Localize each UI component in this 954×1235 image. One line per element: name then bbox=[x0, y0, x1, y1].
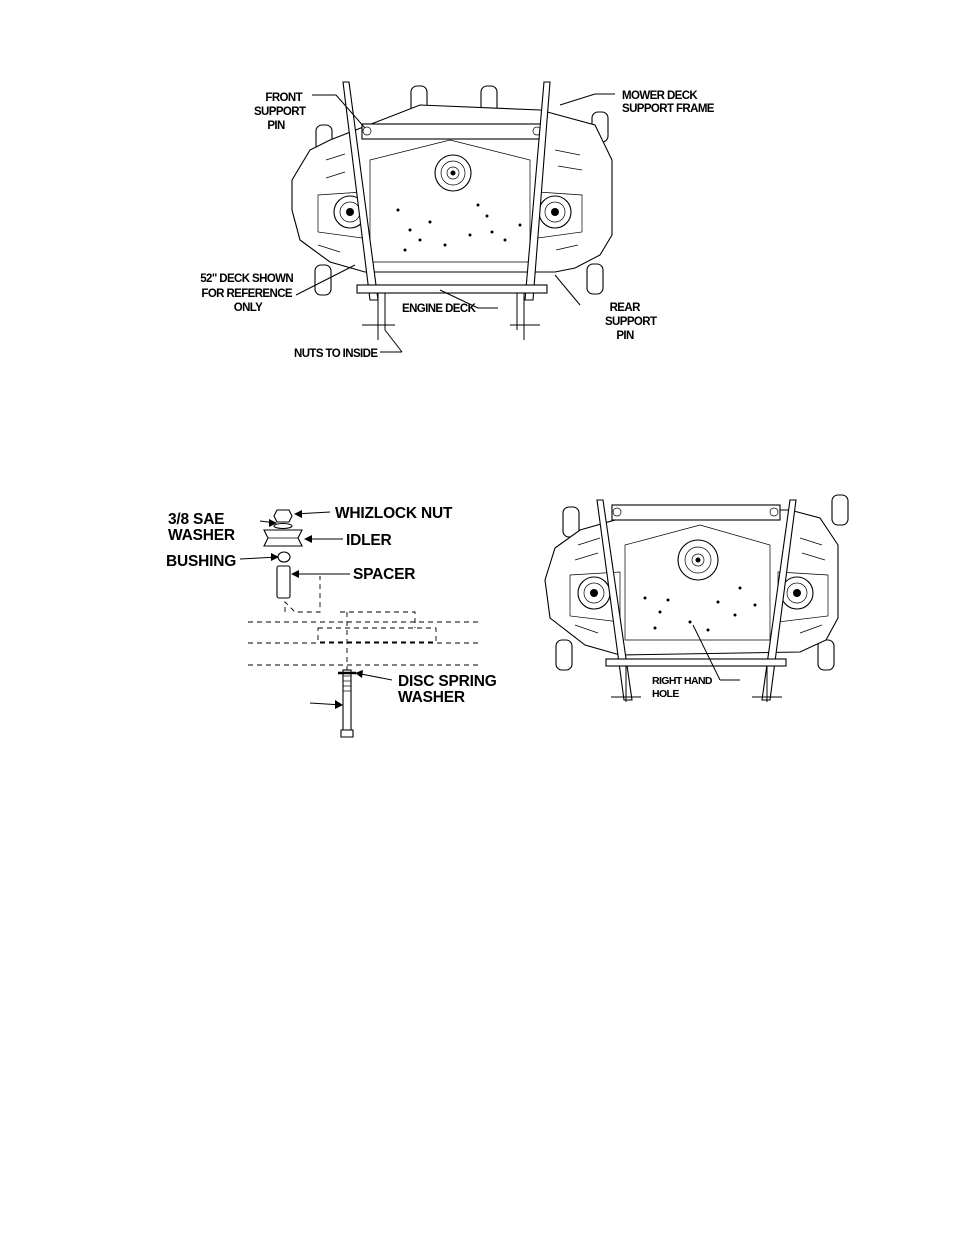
bushing-part bbox=[277, 551, 291, 563]
mower-deck-support-frame-label: MOWER DECK SUPPORT FRAME bbox=[622, 90, 715, 115]
bolt-part bbox=[340, 669, 354, 738]
right-deck-diagram: RIGHT HAND HOLE bbox=[544, 494, 849, 702]
left-spindle-pulley bbox=[577, 576, 611, 610]
disc-spring-washer-label: DISC SPRING WASHER bbox=[398, 673, 501, 706]
whizlock-nut-label: WHIZLOCK NUT bbox=[335, 505, 453, 522]
nuts-to-inside-label: NUTS TO INSIDE bbox=[294, 348, 378, 360]
right-support-frame-tube bbox=[761, 499, 797, 701]
center-spindle-pulley bbox=[677, 539, 719, 581]
right-hand-hole-label: RIGHT HAND HOLE bbox=[652, 675, 714, 700]
whizlock-nut-part bbox=[273, 509, 293, 523]
sae-washer-label: 3/8 SAE WASHER bbox=[168, 511, 235, 544]
engine-deck-plate bbox=[356, 284, 548, 294]
engine-deck-plate bbox=[605, 658, 787, 667]
front-cross-bar bbox=[611, 504, 781, 521]
deck-slots bbox=[574, 537, 826, 634]
right-support-frame-tube bbox=[524, 81, 551, 301]
anti-scalp-wheel bbox=[817, 639, 835, 671]
front-cross-bar bbox=[361, 123, 543, 140]
right-spindle-pulley bbox=[780, 576, 814, 610]
deck-reference-label: 52" DECK SHOWN FOR REFERENCE ONLY bbox=[200, 273, 296, 314]
left-support-frame-tube bbox=[596, 499, 633, 701]
idler-exploded-diagram: WHIZLOCK NUT 3/8 SAE WASHER IDLER BUSHIN… bbox=[166, 505, 501, 738]
anti-scalp-wheel bbox=[314, 264, 332, 296]
anti-scalp-wheel bbox=[831, 494, 849, 526]
deck-center-plate bbox=[624, 524, 771, 641]
sae-washer-part bbox=[273, 522, 293, 530]
deck-slots bbox=[317, 149, 583, 253]
anti-scalp-wheel bbox=[555, 639, 573, 671]
bushing-label: BUSHING bbox=[166, 553, 236, 570]
spacer-label: SPACER bbox=[353, 566, 415, 583]
rear-support-pin-label: REAR SUPPORT PIN bbox=[605, 302, 659, 342]
engine-deck-label: ENGINE DECK bbox=[402, 303, 477, 315]
deck-holes bbox=[643, 586, 757, 632]
front-support-pin-label: FRONT SUPPORT PIN bbox=[254, 92, 308, 132]
top-leader-lines bbox=[295, 93, 615, 353]
right-spindle-pulley bbox=[538, 195, 572, 229]
idler-label: IDLER bbox=[346, 532, 392, 549]
center-spindle-pulley bbox=[434, 154, 472, 192]
spacer-part bbox=[276, 565, 291, 599]
top-deck-diagram: FRONT SUPPORT PIN MOWER DECK SUPPORT FRA… bbox=[200, 81, 715, 360]
deck-holes bbox=[396, 203, 522, 252]
anti-scalp-wheel bbox=[586, 263, 604, 295]
idler-arrowheads bbox=[269, 510, 363, 709]
